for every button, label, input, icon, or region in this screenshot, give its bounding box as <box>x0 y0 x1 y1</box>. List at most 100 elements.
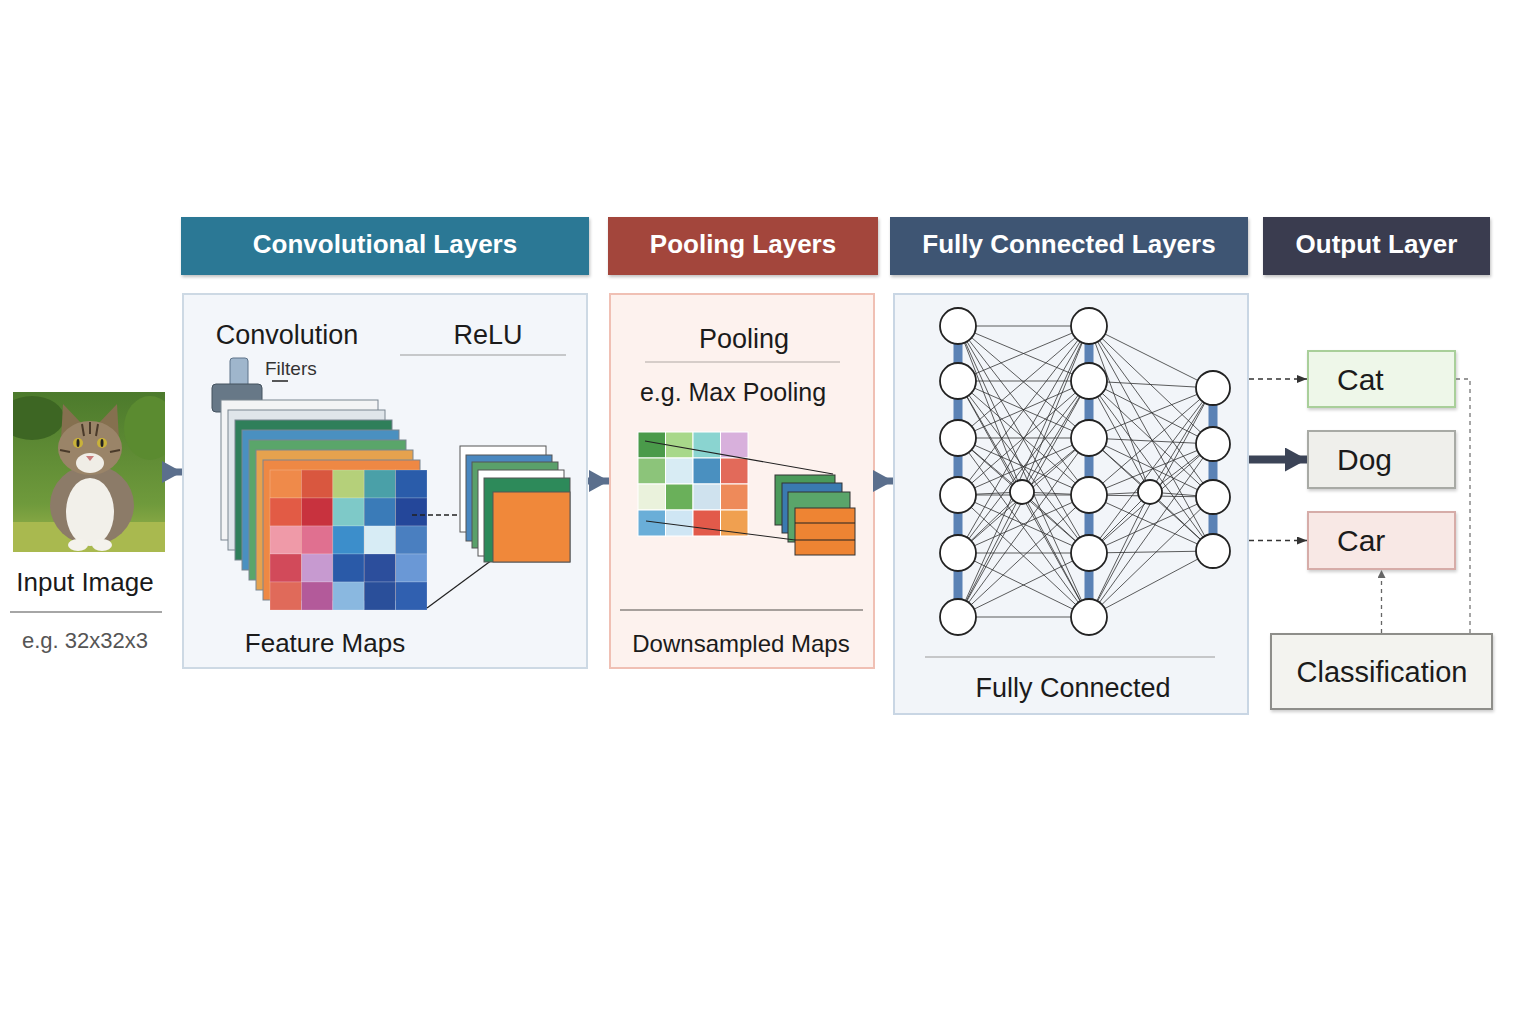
activation-map <box>493 492 570 562</box>
pooling-cell <box>638 484 666 510</box>
network-link <box>958 381 1089 617</box>
network-link <box>958 326 1089 553</box>
network-link <box>958 326 1089 438</box>
divider-line <box>10 611 162 613</box>
network-link <box>958 381 1089 438</box>
feature-cell <box>396 498 427 526</box>
grass <box>13 522 165 552</box>
stage-panel: ConvolutionReLUFiltersFeature Maps <box>182 293 588 669</box>
cat-pupil <box>101 439 104 447</box>
activation-map <box>478 470 564 556</box>
network-link <box>958 381 1022 492</box>
network-link <box>958 326 1022 492</box>
downsampled-map <box>782 483 842 533</box>
cat-paw <box>68 539 88 551</box>
network-link <box>958 326 1089 617</box>
network-link <box>958 326 1089 327</box>
classification-box: Classification <box>1270 633 1493 710</box>
neuron <box>940 477 976 513</box>
cat-chest <box>66 478 114 546</box>
cat-body <box>50 465 134 545</box>
neuron <box>1196 534 1230 568</box>
feature-cell <box>333 498 364 526</box>
cat-nose <box>86 456 94 461</box>
cat-head <box>58 421 122 475</box>
node-text: e.g. Max Pooling <box>563 377 903 407</box>
feature-map-layer <box>235 420 392 560</box>
network-link <box>1022 492 1089 617</box>
network-link <box>1089 438 1213 444</box>
network-link <box>1089 381 1150 492</box>
network-link <box>958 326 1089 495</box>
node-title: Cat <box>1337 362 1384 398</box>
network-link <box>1089 495 1213 497</box>
pooling-cell <box>693 458 721 484</box>
network-link <box>1089 492 1150 553</box>
node-text: Filters <box>265 358 317 381</box>
activation-map <box>484 478 570 562</box>
node-title: Dog <box>1337 442 1392 478</box>
network-link <box>958 326 1089 495</box>
network-link <box>1089 444 1213 617</box>
network-link <box>958 326 1089 438</box>
neuron <box>1071 308 1107 344</box>
network-link <box>1089 326 1213 444</box>
flow-arrow <box>588 478 609 485</box>
network-link <box>958 553 1089 617</box>
leader-line <box>412 514 458 516</box>
feature-cell <box>270 554 301 582</box>
neuron <box>1071 420 1107 456</box>
network-link <box>958 438 1022 492</box>
network-link <box>1089 381 1213 551</box>
cat-ear <box>98 404 119 440</box>
network-link <box>958 495 1089 553</box>
network-link <box>958 492 1022 617</box>
network-link <box>1089 438 1213 551</box>
feature-cell <box>396 554 427 582</box>
neuron <box>940 363 976 399</box>
node-title: Convolution <box>117 319 457 351</box>
cat-eye <box>97 438 107 448</box>
network-link <box>958 381 1089 495</box>
feature-cell <box>270 498 301 526</box>
neuron <box>1196 427 1230 461</box>
activation-map <box>466 455 552 541</box>
network-link <box>958 438 1089 495</box>
downsampled-stack <box>775 475 855 555</box>
network-link <box>1089 381 1213 388</box>
feature-cell <box>396 582 427 610</box>
node-title: Output Layer <box>1207 229 1536 260</box>
feature-cell <box>270 526 301 554</box>
network-link <box>1022 326 1089 492</box>
pooling-cell <box>721 458 749 484</box>
network-link <box>958 492 1022 495</box>
feature-cell <box>333 554 364 582</box>
network-link <box>1089 497 1213 553</box>
network-link <box>958 326 1089 553</box>
node-title: Classification <box>1212 655 1536 690</box>
network-link <box>1022 381 1089 492</box>
feature-cell <box>270 582 301 610</box>
network-link <box>958 438 1089 495</box>
network-link <box>958 492 1022 553</box>
feature-map-layer <box>249 440 406 580</box>
network-link <box>958 495 1089 617</box>
node-title: Fully Connected Layers <box>899 229 1239 260</box>
leader-line <box>427 560 492 608</box>
pooling-cell <box>638 458 666 484</box>
feature-map-layer <box>228 410 385 550</box>
pooling-cell <box>721 510 749 536</box>
cat-pupil <box>77 439 80 447</box>
feature-cell <box>396 470 427 498</box>
leader-line <box>646 521 795 540</box>
dashed-arrow <box>1381 570 1382 633</box>
downsampled-map <box>788 492 850 542</box>
network-link <box>958 381 1089 553</box>
network-link <box>1089 326 1213 388</box>
pooling-cell <box>721 432 749 458</box>
neuron <box>1071 599 1107 635</box>
network-link <box>958 495 1089 496</box>
map-line <box>795 522 855 523</box>
